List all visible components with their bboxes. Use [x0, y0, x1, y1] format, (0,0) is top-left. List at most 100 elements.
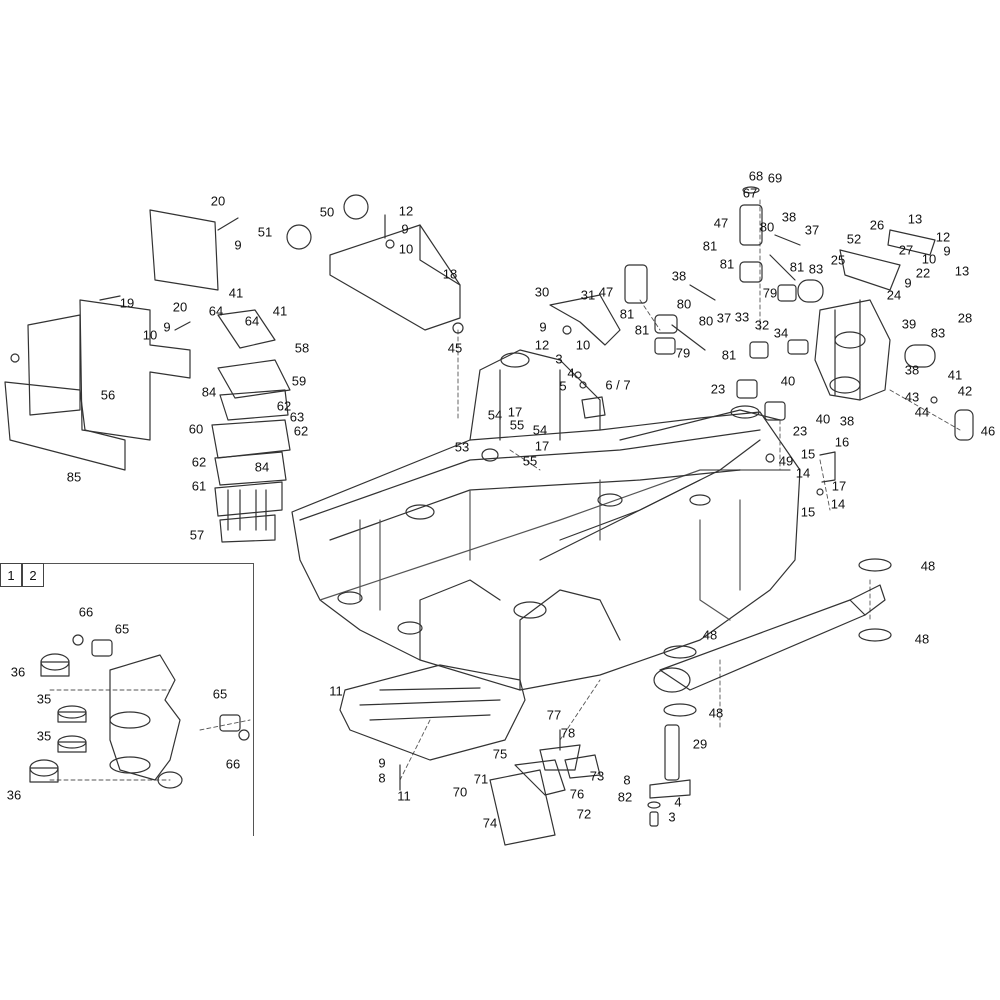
part-callout-c22: 22: [916, 265, 930, 280]
part-callout-c3a: 3: [555, 351, 562, 366]
part-callout-c57: 57: [190, 527, 204, 542]
part-callout-c9g: 9: [378, 755, 385, 770]
part-callout-c80b: 80: [699, 313, 713, 328]
swing-cylinder: [647, 558, 892, 827]
swing-bracket-right: [797, 229, 974, 441]
part-callout-c14b: 14: [831, 496, 845, 511]
bracket-75: [489, 744, 601, 846]
part-callout-c9a: 9: [234, 237, 241, 252]
part-callout-c62a: 62: [277, 398, 291, 413]
part-callout-c50: 50: [320, 204, 334, 219]
part-callout-c82: 82: [618, 789, 632, 804]
part-callout-c84a: 84: [202, 384, 216, 399]
part-callout-c37a: 37: [717, 310, 731, 325]
part-callout-c37b: 37: [805, 222, 819, 237]
tab-1[interactable]: 1: [0, 563, 22, 587]
part-callout-c81a: 81: [620, 306, 634, 321]
part-callout-c34: 34: [774, 325, 788, 340]
part-callout-c81b: 81: [635, 322, 649, 337]
part-callout-c12c: 12: [936, 229, 950, 244]
part-callout-c13b: 13: [955, 263, 969, 278]
part-callout-c42: 42: [958, 383, 972, 398]
leader-lines: [49, 199, 961, 781]
part-callout-c54a: 54: [488, 407, 502, 422]
part-callout-c5: 5: [559, 378, 566, 393]
part-callout-c31: 31: [581, 287, 595, 302]
part-callout-c81c: 81: [722, 347, 736, 362]
part-callout-c4b: 4: [674, 794, 681, 809]
part-callout-c77: 77: [547, 707, 561, 722]
part-callout-c13a: 13: [908, 211, 922, 226]
part-callout-c28: 28: [958, 310, 972, 325]
part-callout-c23a: 23: [711, 381, 725, 396]
part-callout-c12a: 12: [399, 203, 413, 218]
part-callout-c29: 29: [693, 736, 707, 751]
part-callout-c17a: 17: [508, 404, 522, 419]
part-callout-c52: 52: [847, 231, 861, 246]
part-callout-c36b: 36: [7, 787, 21, 802]
part-callout-c15b: 15: [801, 504, 815, 519]
part-callout-c67: 67: [743, 185, 757, 200]
part-callout-c38c: 38: [905, 362, 919, 377]
part-callout-c32: 32: [755, 317, 769, 332]
part-callout-c10d: 10: [922, 251, 936, 266]
part-callout-c24: 24: [887, 287, 901, 302]
part-callout-c30: 30: [535, 284, 549, 299]
part-callout-c53: 53: [455, 439, 469, 454]
part-callout-c38a: 38: [672, 268, 686, 283]
part-callout-c38d: 38: [840, 413, 854, 428]
part-callout-c35a: 35: [37, 691, 51, 706]
part-callout-c69: 69: [768, 170, 782, 185]
part-callout-c62c: 62: [192, 454, 206, 469]
top-cover-18: [286, 194, 464, 334]
part-callout-c48c: 48: [915, 631, 929, 646]
part-callout-c9d: 9: [539, 319, 546, 334]
part-callout-c51: 51: [258, 224, 272, 239]
part-callout-c41b: 41: [273, 303, 287, 318]
pins-bushings: [624, 186, 809, 421]
part-callout-c75: 75: [493, 746, 507, 761]
part-callout-c63: 63: [290, 409, 304, 424]
part-callout-c33: 33: [735, 309, 749, 324]
part-callout-c66b: 66: [226, 756, 240, 771]
blocks-stack: [211, 309, 291, 543]
left-cover-plates: [4, 209, 219, 471]
part-callout-c81d: 81: [703, 238, 717, 253]
part-callout-c20b: 20: [173, 299, 187, 314]
part-callout-c60: 60: [189, 421, 203, 436]
part-callout-c81f: 81: [790, 259, 804, 274]
part-callout-c27: 27: [899, 242, 913, 257]
part-callout-c71: 71: [474, 771, 488, 786]
part-callout-c79a: 79: [676, 345, 690, 360]
part-callout-c74: 74: [483, 815, 497, 830]
part-callout-c10b: 10: [143, 327, 157, 342]
part-callout-c66a: 66: [79, 604, 93, 619]
part-callout-c25: 25: [831, 252, 845, 267]
main-frame: [291, 349, 801, 691]
part-callout-c17b: 17: [535, 438, 549, 453]
part-callout-c58: 58: [295, 340, 309, 355]
part-callout-c41c: 41: [948, 367, 962, 382]
part-callout-c23b: 23: [793, 423, 807, 438]
part-callout-c12b: 12: [535, 337, 549, 352]
part-callout-c9e: 9: [943, 243, 950, 258]
part-callout-c49: 49: [779, 453, 793, 468]
part-callout-c65a: 65: [115, 621, 129, 636]
part-callout-c18: 18: [443, 266, 457, 281]
part-callout-c80c: 80: [760, 219, 774, 234]
part-callout-c85: 85: [67, 469, 81, 484]
part-callout-c10a: 10: [399, 241, 413, 256]
part-callout-c48d: 48: [709, 705, 723, 720]
part-callout-c79b: 79: [763, 285, 777, 300]
part-callout-c26: 26: [870, 217, 884, 232]
part-callout-c9c: 9: [163, 319, 170, 334]
part-callout-c41a: 41: [229, 285, 243, 300]
part-callout-c70: 70: [453, 784, 467, 799]
part-callout-c73: 73: [590, 768, 604, 783]
tab-2[interactable]: 2: [22, 563, 44, 587]
part-callout-c45: 45: [448, 340, 462, 355]
part-callout-c35b: 35: [37, 728, 51, 743]
part-callout-c9b: 9: [401, 221, 408, 236]
part-callout-c44: 44: [915, 404, 929, 419]
